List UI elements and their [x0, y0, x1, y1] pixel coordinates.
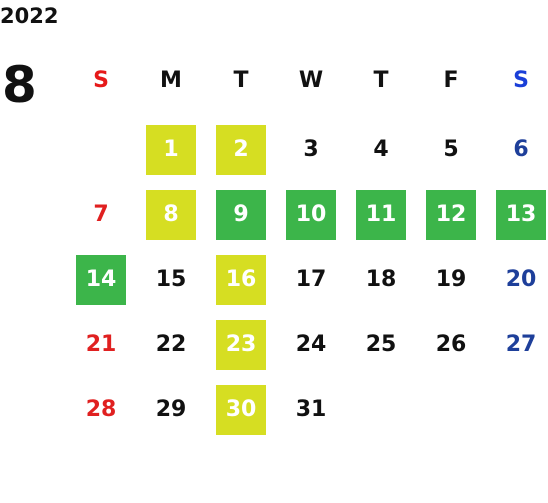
weekday-label: S	[93, 68, 109, 93]
day-cell[interactable]: 21	[85, 332, 117, 357]
day-cell[interactable]: 13	[496, 190, 546, 240]
day-cell[interactable]: 5	[443, 137, 459, 162]
day-cell[interactable]: 29	[155, 397, 187, 422]
weekday-label: T	[373, 68, 389, 93]
day-cell[interactable]: 4	[373, 137, 389, 162]
day-cell[interactable]: 10	[286, 190, 336, 240]
year-label: 2022	[0, 4, 59, 28]
day-cell[interactable]: 16	[216, 255, 266, 305]
day-cell[interactable]: 19	[435, 267, 467, 292]
day-cell[interactable]: 14	[76, 255, 126, 305]
day-cell[interactable]: 9	[216, 190, 266, 240]
weekday-label: F	[443, 68, 459, 93]
day-cell[interactable]: 28	[85, 397, 117, 422]
day-cell[interactable]: 30	[216, 385, 266, 435]
day-cell[interactable]: 31	[295, 397, 327, 422]
day-cell[interactable]: 20	[505, 267, 537, 292]
day-cell[interactable]: 7	[93, 202, 109, 227]
day-cell[interactable]: 11	[356, 190, 406, 240]
weekday-label: T	[233, 68, 249, 93]
weekday-label: W	[298, 68, 324, 93]
day-cell[interactable]: 18	[365, 267, 397, 292]
day-cell[interactable]: 23	[216, 320, 266, 370]
day-cell[interactable]: 27	[505, 332, 537, 357]
day-cell[interactable]: 6	[513, 137, 529, 162]
day-cell[interactable]: 15	[155, 267, 187, 292]
day-cell[interactable]: 17	[295, 267, 327, 292]
day-cell[interactable]: 12	[426, 190, 476, 240]
day-cell[interactable]: 8	[146, 190, 196, 240]
day-cell[interactable]: 1	[146, 125, 196, 175]
day-cell[interactable]: 22	[155, 332, 187, 357]
weekday-label: S	[513, 68, 529, 93]
day-cell[interactable]: 26	[435, 332, 467, 357]
month-number: 8	[2, 56, 37, 114]
day-cell[interactable]: 2	[216, 125, 266, 175]
weekday-label: M	[160, 68, 182, 93]
day-cell[interactable]: 3	[303, 137, 319, 162]
day-cell[interactable]: 24	[295, 332, 327, 357]
day-cell[interactable]: 25	[365, 332, 397, 357]
